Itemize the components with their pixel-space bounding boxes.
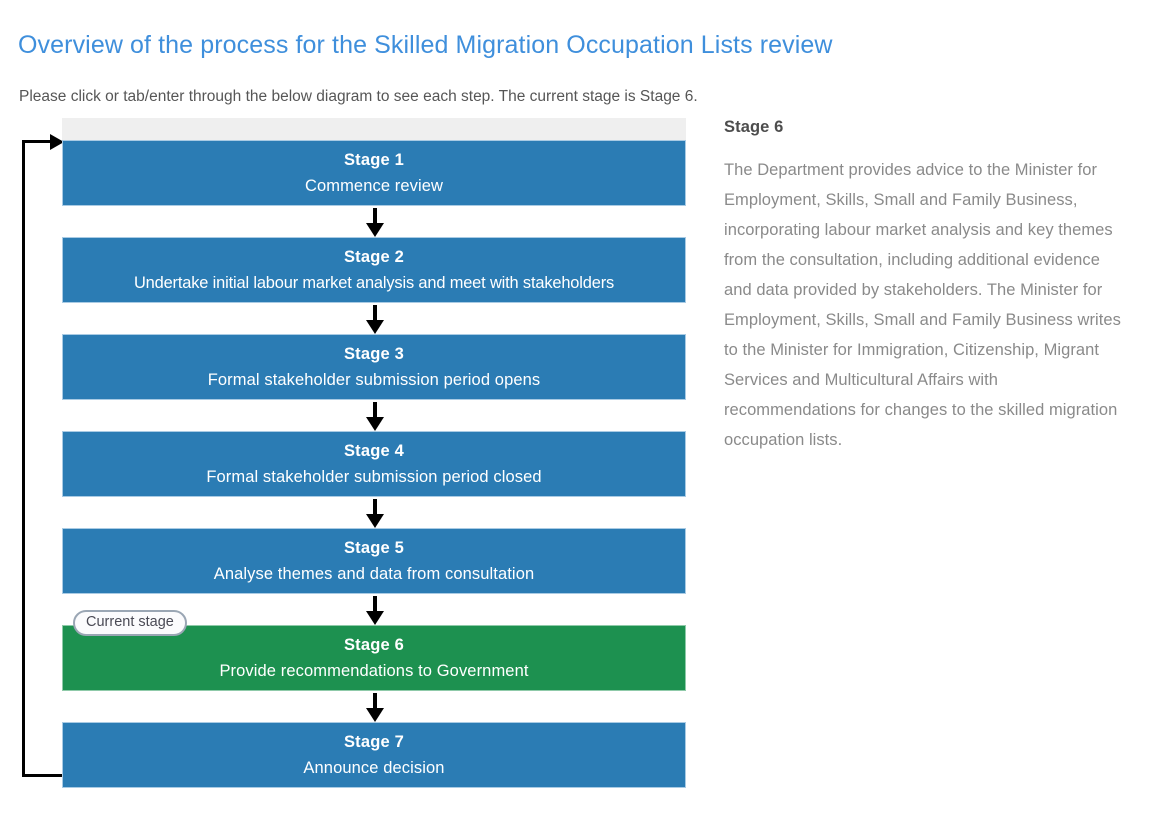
- stage-7-label: Stage 7: [343, 733, 405, 751]
- stage-1-label: Stage 1: [343, 151, 405, 169]
- connector-shaft: [373, 305, 377, 323]
- stage-box-2[interactable]: Stage 2 Undertake initial labour market …: [62, 237, 686, 303]
- connector-arrow-3-to-4: [365, 402, 385, 432]
- stage-box-5[interactable]: Stage 5 Analyse themes and data from con…: [62, 528, 686, 594]
- connector-arrow-5-to-6: [365, 596, 385, 626]
- connector-arrow-6-to-7: [365, 693, 385, 723]
- loop-bottom-segment: [22, 774, 66, 777]
- arrow-down-icon: [366, 223, 384, 237]
- connector-arrow-1-to-2: [365, 208, 385, 238]
- page-title: Overview of the process for the Skilled …: [18, 30, 833, 59]
- page-instructions: Please click or tab/enter through the be…: [19, 87, 698, 105]
- connector-shaft: [373, 402, 377, 420]
- loop-top-segment: [22, 140, 52, 143]
- stage-2-description: Undertake initial labour market analysis…: [133, 274, 615, 292]
- stage-6-label: Stage 6: [343, 636, 405, 654]
- stage-box-7[interactable]: Stage 7 Announce decision: [62, 722, 686, 788]
- arrow-down-icon: [366, 514, 384, 528]
- stage-box-1[interactable]: Stage 1 Commence review: [62, 140, 686, 206]
- connector-arrow-4-to-5: [365, 499, 385, 529]
- stage-box-3[interactable]: Stage 3 Formal stakeholder submission pe…: [62, 334, 686, 400]
- arrow-down-icon: [366, 708, 384, 722]
- current-stage-badge: Current stage: [73, 610, 187, 636]
- stage-1-description: Commence review: [304, 177, 444, 195]
- diagram-top-strip: [62, 118, 686, 140]
- stage-detail-panel: Stage 6 The Department provides advice t…: [724, 118, 1124, 455]
- process-flow-diagram: Stage 1 Commence review Stage 2 Undertak…: [0, 110, 700, 800]
- stage-7-description: Announce decision: [303, 759, 445, 777]
- loop-arrowhead-icon: [50, 134, 64, 150]
- arrow-down-icon: [366, 320, 384, 334]
- stage-3-label: Stage 3: [343, 345, 405, 363]
- stage-box-4[interactable]: Stage 4 Formal stakeholder submission pe…: [62, 431, 686, 497]
- feedback-loop-arrow: [22, 132, 68, 777]
- stage-4-label: Stage 4: [343, 442, 405, 460]
- stage-3-description: Formal stakeholder submission period ope…: [207, 371, 541, 389]
- connector-arrow-2-to-3: [365, 305, 385, 335]
- arrow-down-icon: [366, 417, 384, 431]
- stage-6-description: Provide recommendations to Government: [219, 662, 529, 680]
- connector-shaft: [373, 596, 377, 614]
- stage-5-label: Stage 5: [343, 539, 405, 557]
- connector-shaft: [373, 693, 377, 711]
- loop-vertical-line: [22, 140, 25, 777]
- stage-5-description: Analyse themes and data from consultatio…: [213, 565, 535, 583]
- stage-detail-heading: Stage 6: [724, 118, 784, 136]
- connector-shaft: [373, 499, 377, 517]
- stage-detail-body: The Department provides advice to the Mi…: [724, 161, 1121, 449]
- connector-shaft: [373, 208, 377, 226]
- stage-box-6[interactable]: Stage 6 Provide recommendations to Gover…: [62, 625, 686, 691]
- stage-4-description: Formal stakeholder submission period clo…: [206, 468, 542, 486]
- arrow-down-icon: [366, 611, 384, 625]
- stage-2-label: Stage 2: [343, 248, 405, 266]
